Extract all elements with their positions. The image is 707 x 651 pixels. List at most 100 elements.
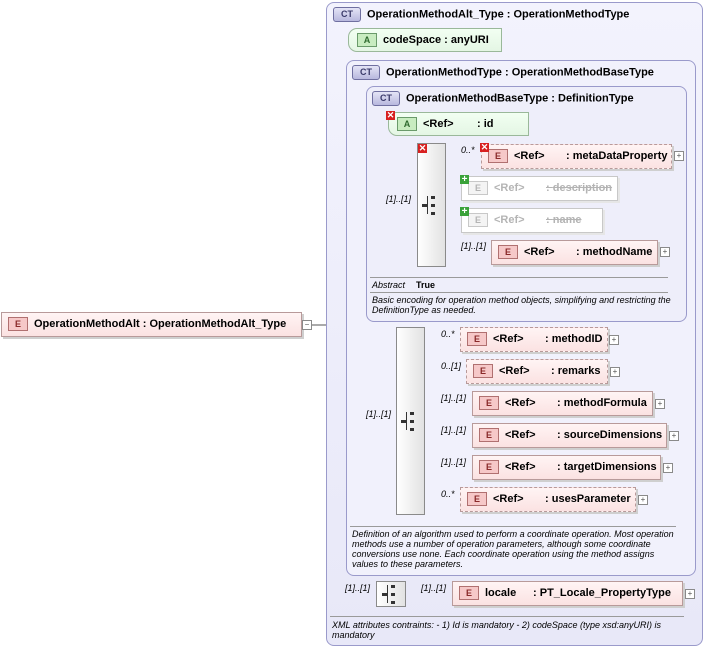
sequence-compositor-locale[interactable]	[376, 581, 406, 607]
element-name: targetDimensions	[563, 461, 657, 473]
complex-type-icon: CT	[352, 65, 380, 80]
sequence-icon	[422, 196, 435, 215]
element-metadataproperty[interactable]: E<Ref>: metaDataProperty	[481, 144, 672, 169]
abstract-value: True	[416, 280, 436, 290]
cardinality-label: [1]..[1]	[441, 393, 467, 403]
element-description[interactable]: E<Ref>: description	[461, 176, 618, 201]
element-targetdimensions[interactable]: E<Ref>: targetDimensions	[472, 455, 661, 480]
cardinality-label: [1]..[1]	[345, 583, 371, 593]
element-methodname[interactable]: E<Ref>: methodName	[491, 240, 658, 265]
element-ref: <Ref>	[514, 150, 545, 162]
element-badge: E	[479, 396, 499, 411]
element-ref: <Ref>	[524, 246, 555, 258]
sequence-compositor-base[interactable]	[417, 143, 446, 267]
abstract-row: Abstract True	[372, 280, 435, 290]
element-badge: E	[467, 332, 487, 347]
element-badge: E	[468, 213, 488, 228]
element-remarks[interactable]: E<Ref>: remarks	[466, 359, 608, 384]
expand-icon[interactable]: +	[669, 431, 679, 441]
element-badge: E	[488, 149, 508, 164]
attribute-id-ref: <Ref>	[423, 118, 454, 130]
element-ref: <Ref>	[505, 461, 536, 473]
expand-icon[interactable]: +	[655, 399, 665, 409]
element-methodid[interactable]: E<Ref>: methodID	[460, 327, 608, 352]
base-description: Basic encoding for operation method obje…	[372, 295, 671, 315]
cardinality-label: [1]..[1]	[366, 409, 392, 419]
attribute-id[interactable]: A<Ref>: id	[388, 112, 529, 136]
collapse-icon[interactable]: −	[302, 320, 312, 330]
sequence-icon	[382, 585, 395, 604]
cardinality-label: 0..*	[461, 145, 475, 155]
element-name: description	[552, 182, 613, 194]
element-name: remarks	[557, 365, 601, 377]
root-element-type: OperationMethodAlt_Type	[149, 318, 287, 330]
complex-type-base-base: DefinitionType	[558, 92, 634, 105]
cardinality-label: 0..*	[441, 329, 455, 339]
separator	[370, 277, 668, 278]
attribute-id-name: id	[483, 118, 494, 130]
cardinality-label: 0..*	[441, 489, 455, 499]
add-icon[interactable]: +	[460, 206, 469, 217]
method-description: Definition of an algorithm used to perfo…	[352, 529, 674, 569]
expand-icon[interactable]: +	[660, 247, 670, 257]
element-badge: E	[498, 245, 518, 260]
element-name: methodFormula	[563, 397, 647, 409]
element-name: sourceDimensions	[563, 429, 663, 441]
element-name-ref[interactable]: E<Ref>: name	[461, 208, 603, 233]
expand-icon[interactable]: +	[610, 367, 620, 377]
complex-type-outer-name: OperationMethodAlt_Type	[367, 8, 504, 21]
element-badge: E	[459, 586, 479, 601]
element-ref: <Ref>	[493, 333, 524, 345]
expand-icon[interactable]: +	[663, 463, 673, 473]
remove-icon[interactable]: ✕	[480, 142, 489, 152]
cardinality-label: [1]..[1]	[441, 425, 467, 435]
attribute-icon: A	[357, 33, 377, 48]
element-usesparameter[interactable]: E<Ref>: usesParameter	[460, 487, 636, 512]
complex-type-method-name: OperationMethodType	[386, 66, 502, 79]
remove-icon[interactable]: ✕	[386, 110, 395, 120]
element-methodformula[interactable]: E<Ref>: methodFormula	[472, 391, 653, 416]
element-ref: <Ref>	[499, 365, 530, 377]
element-ref: <Ref>	[494, 182, 525, 194]
element-name: methodName	[582, 246, 653, 258]
cardinality-label: [1]..[1]	[461, 241, 487, 251]
element-ref: <Ref>	[493, 493, 524, 505]
separator	[370, 292, 668, 293]
element-badge: E	[473, 364, 493, 379]
cardinality-label: [1]..[1]	[421, 583, 447, 593]
separator	[330, 616, 684, 617]
element-badge: E	[479, 428, 499, 443]
root-element-name: OperationMethodAlt	[34, 318, 140, 330]
element-ref: <Ref>	[505, 397, 536, 409]
complex-type-outer-base: OperationMethodType	[513, 8, 630, 21]
sequence-compositor-method[interactable]	[396, 327, 425, 515]
expand-icon[interactable]: +	[638, 495, 648, 505]
element-name: name	[552, 214, 582, 226]
attribute-codespace-type: anyURI	[450, 34, 489, 46]
element-name: methodID	[551, 333, 603, 345]
element-badge: E	[479, 460, 499, 475]
attribute-codespace-name: codeSpace	[383, 34, 442, 46]
cardinality-label: 0..[1]	[441, 361, 462, 371]
add-icon[interactable]: +	[460, 174, 469, 185]
element-badge: E	[468, 181, 488, 196]
expand-icon[interactable]: +	[609, 335, 619, 345]
complex-type-method-base: OperationMethodBaseType	[511, 66, 654, 79]
element-sourcedimensions[interactable]: E<Ref>: sourceDimensions	[472, 423, 667, 448]
remove-icon[interactable]: ✕	[418, 143, 427, 153]
abstract-label: Abstract	[372, 280, 406, 290]
element-name: metaDataProperty	[572, 150, 668, 162]
element-name: usesParameter	[551, 493, 631, 505]
separator	[350, 526, 676, 527]
expand-icon[interactable]: +	[685, 589, 695, 599]
element-locale-name: locale	[485, 587, 517, 599]
element-badge: E	[467, 492, 487, 507]
expand-icon[interactable]: +	[674, 151, 684, 161]
outer-footer-note: XML attributes contraints: - 1) Id is ma…	[332, 620, 661, 640]
